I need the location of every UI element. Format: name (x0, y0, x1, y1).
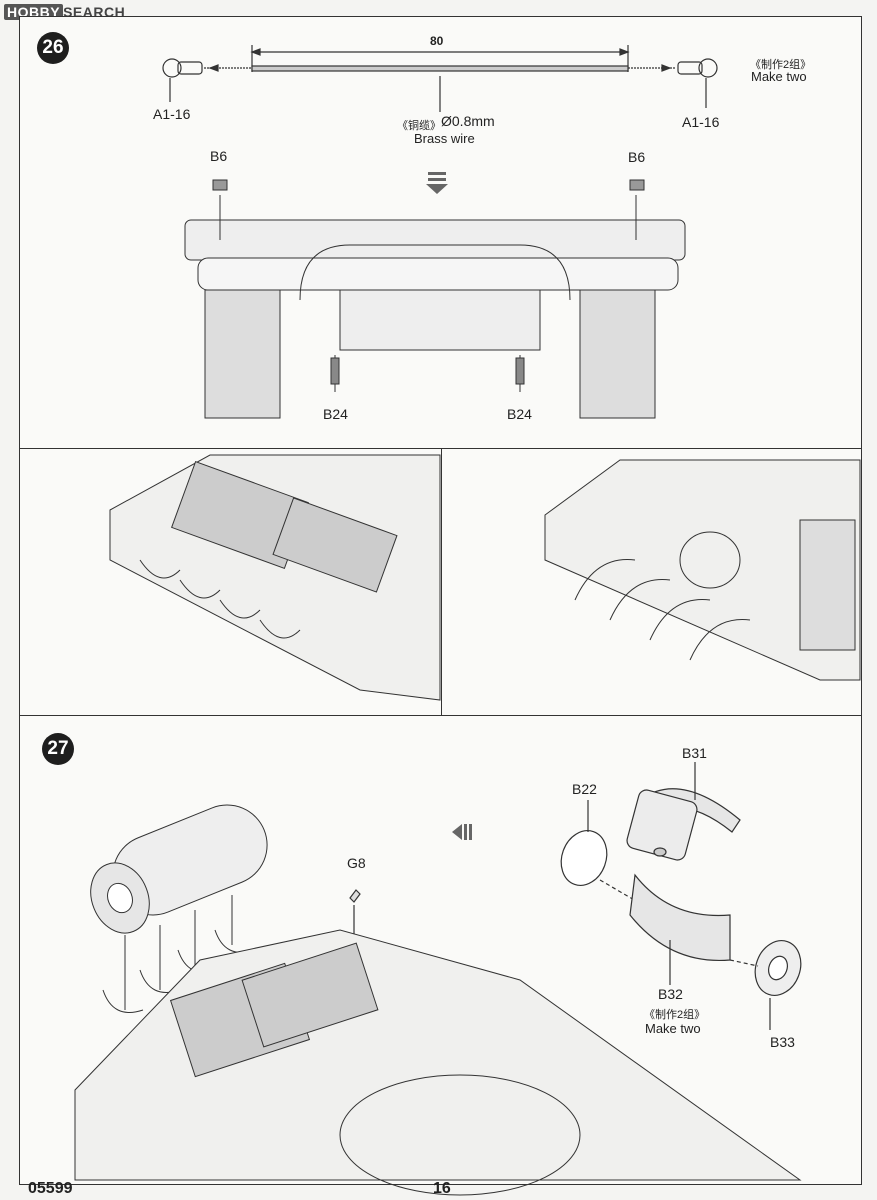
page-number: 16 (433, 1180, 451, 1197)
part-label-a1-16-left: A1-16 (153, 106, 191, 122)
part-b33 (729, 940, 802, 1030)
make-two-cn-label-26: 《制作2组》 (750, 59, 812, 71)
brass-wire-spec-label: Ø0.8mm (441, 113, 495, 129)
make-two-en-label-26: Make two (751, 69, 807, 84)
brass-wire (251, 65, 629, 72)
step-27-badge: 27 (42, 733, 74, 765)
part-label-g8: G8 (347, 855, 366, 871)
tank-rear-iso-right (544, 459, 861, 681)
part-label-b22: B22 (572, 781, 597, 797)
part-label-b6-left: B6 (210, 148, 228, 164)
down-arrow-icon (426, 172, 448, 194)
part-label-a1-16-right: A1-16 (682, 114, 720, 130)
step-26-badge: 26 (37, 32, 69, 64)
tank-rear-iso-left (109, 454, 441, 701)
left-arrow-icon (452, 824, 472, 840)
part-label-b6-right: B6 (628, 149, 646, 165)
dim-arrow-right (619, 48, 630, 56)
part-label-b32: B32 (658, 986, 683, 1002)
brass-wire-en-label: Brass wire (414, 131, 475, 146)
part-b31 (626, 762, 741, 861)
connector-a1-16-right (677, 58, 718, 108)
part-label-b24-left: B24 (323, 406, 348, 422)
tank-hull-iso (74, 929, 802, 1196)
dim-arrow-left (250, 48, 261, 56)
connector-a1-16-left (162, 58, 203, 102)
part-label-b33: B33 (770, 1034, 795, 1050)
product-code: 05599 (28, 1180, 73, 1197)
dimension-label: 80 (430, 34, 444, 48)
brass-wire-cn-label: 《铜缆》 (397, 120, 441, 132)
part-label-b24-right: B24 (507, 406, 532, 422)
tank-rear-view (184, 179, 686, 419)
part-label-b31: B31 (682, 745, 707, 761)
make-two-en-label-27: Make two (645, 1021, 701, 1036)
fuel-drum (90, 804, 268, 934)
part-b32 (629, 873, 731, 985)
make-two-cn-label-27: 《制作2组》 (644, 1009, 706, 1021)
